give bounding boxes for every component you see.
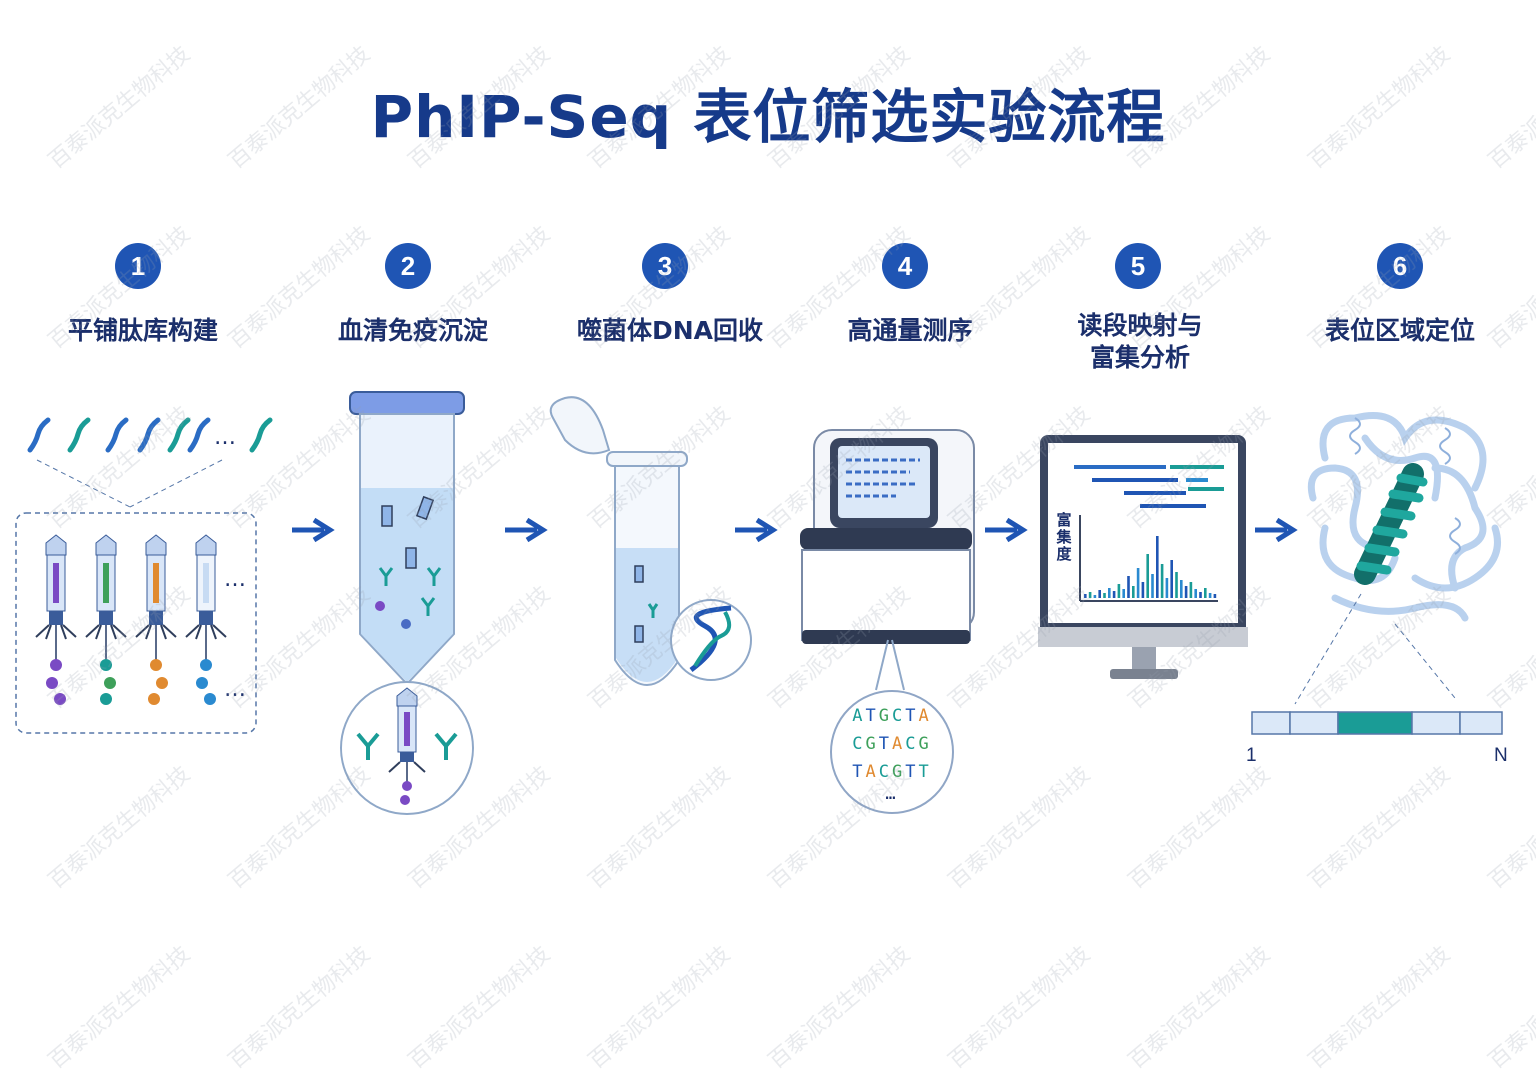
sequence-line-3: TACGTT — [852, 762, 932, 782]
enrichment-bar — [1088, 592, 1092, 598]
protein-segment — [1459, 711, 1503, 735]
step-3-label: 噬菌体DNA回收 — [576, 316, 764, 345]
watermark-text: 百泰派克生物科技 — [944, 761, 1096, 895]
protein-start-label: 1 — [1246, 745, 1257, 766]
step-6-label: 表位区域定位 — [1324, 316, 1475, 345]
enrichment-bar — [1208, 593, 1212, 598]
arrow-right-icon — [735, 517, 778, 543]
enrichment-bar — [1084, 594, 1087, 598]
step-5-badge: 5 — [1115, 243, 1161, 289]
enrichment-bar — [1170, 560, 1173, 598]
step-3-badge: 3 — [642, 243, 688, 289]
protein-end-label: N — [1494, 745, 1508, 766]
enrichment-bar — [1141, 582, 1145, 598]
protein-structure-illustration — [1294, 412, 1501, 705]
protein-sequence-bar — [1251, 711, 1503, 735]
enrichment-bar — [1122, 589, 1125, 598]
enrichment-bar — [1160, 564, 1164, 598]
watermark-text: 百泰派克生物科技 — [44, 941, 196, 1075]
enrichment-bar — [1112, 591, 1116, 598]
enrichment-bar — [1132, 586, 1135, 598]
arrow-right-icon — [1255, 517, 1298, 543]
enrichment-bar — [1213, 594, 1217, 598]
enrichment-ylabel: 富 集 度 — [1056, 511, 1072, 563]
enrichment-bar — [1151, 574, 1154, 598]
step-5-label: 读段映射与 富集分析 — [1035, 310, 1245, 374]
enrichment-bar — [1156, 536, 1159, 598]
enrichment-bar — [1103, 593, 1106, 598]
sequence-reads-bubble: ATGCTA CGTACG TACGTT … — [830, 690, 954, 814]
step-6-badge: 6 — [1377, 243, 1423, 289]
step-5-label-line2: 富集分析 — [1089, 343, 1190, 372]
enrichment-bar — [1117, 584, 1121, 598]
protein-segment — [1289, 711, 1339, 735]
enrichment-bar — [1204, 588, 1207, 598]
watermark-text: 百泰派克生物科技 — [1124, 761, 1276, 895]
enrichment-bar — [1189, 582, 1193, 598]
step-4-label: 高通量测序 — [847, 316, 973, 345]
step-1-label: 平铺肽库构建 — [67, 316, 218, 345]
enrichment-bar — [1199, 592, 1202, 598]
step-2-label: 血清免疫沉淀 — [337, 316, 488, 345]
watermark-text: 百泰派克生物科技 — [1304, 941, 1456, 1075]
watermark-text: 百泰派克生物科技 — [44, 761, 196, 895]
enrichment-bar — [1127, 576, 1130, 598]
watermark-text: 百泰派克生物科技 — [584, 761, 736, 895]
sequence-line-1: ATGCTA — [852, 706, 932, 726]
sequence-more: … — [885, 784, 899, 804]
enrichment-bar — [1093, 595, 1097, 598]
watermark-text: 百泰派克生物科技 — [1304, 761, 1456, 895]
arrow-right-icon — [985, 517, 1028, 543]
ellipsis-peptides: … — [214, 425, 236, 450]
enrichment-bar — [1098, 590, 1101, 598]
sequencer-illustration — [800, 429, 975, 691]
enrichment-bar — [1108, 588, 1111, 598]
step-5-label-line1: 读段映射与 — [1077, 311, 1203, 340]
step-2-badge: 2 — [385, 243, 431, 289]
enrichment-bar — [1175, 572, 1178, 598]
enrichment-bar — [1136, 568, 1140, 598]
watermark-text: 百泰派克生物科技 — [584, 941, 736, 1075]
page-title: PhIP-Seq 表位筛选实验流程 — [370, 83, 1166, 151]
watermark-text: 百泰派克生物科技 — [1124, 941, 1276, 1075]
ellipsis-chains: … — [224, 677, 246, 702]
protein-segment — [1411, 711, 1461, 735]
step-4-badge: 4 — [882, 243, 928, 289]
enrichment-bar — [1180, 580, 1183, 598]
watermark-text: 百泰派克生物科技 — [764, 941, 916, 1075]
step-1-badge: 1 — [115, 243, 161, 289]
enrichment-bar — [1194, 589, 1197, 598]
watermark-text: 百泰派克生物科技 — [1484, 761, 1536, 895]
watermark-text: 百泰派克生物科技 — [404, 941, 556, 1075]
enrichment-bar — [1146, 554, 1149, 598]
arrow-right-icon — [292, 517, 335, 543]
enrichment-bar-chart — [1084, 536, 1217, 598]
epitope-segment — [1337, 711, 1413, 735]
dna-recovery-tube-illustration — [549, 396, 752, 686]
immunoprecipitation-tube-illustration — [340, 391, 474, 815]
ellipsis-phages: … — [224, 567, 246, 592]
arrow-right-icon — [505, 517, 548, 543]
watermark-text: 百泰派克生物科技 — [224, 941, 376, 1075]
sequence-line-2: CGTACG — [852, 734, 932, 754]
watermark-text: 百泰派克生物科技 — [944, 941, 1096, 1075]
protein-segment — [1251, 711, 1291, 735]
enrichment-bar — [1184, 586, 1188, 598]
peptide-library-illustration — [15, 417, 273, 734]
watermark-text: 百泰派克生物科技 — [1484, 941, 1536, 1075]
enrichment-bar — [1165, 578, 1169, 598]
